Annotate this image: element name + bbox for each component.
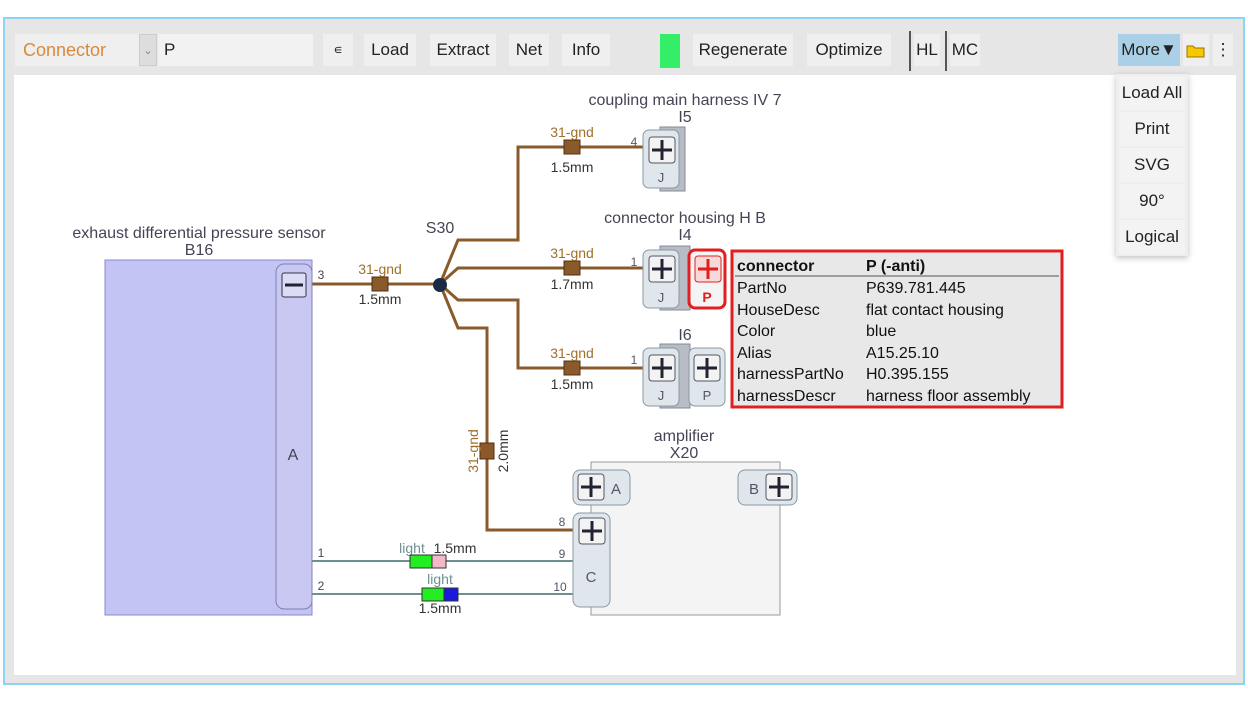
diagram-shape xyxy=(1186,45,1205,58)
more-button[interactable]: More▼ xyxy=(1118,34,1180,66)
menu-item-svg[interactable]: SVG xyxy=(1119,148,1185,182)
type-select[interactable]: Connector xyxy=(15,34,139,66)
load-button[interactable]: Load xyxy=(364,34,416,66)
menu-item-logical[interactable]: Logical xyxy=(1119,220,1185,254)
status-indicator xyxy=(660,34,680,68)
menu-item-print[interactable]: Print xyxy=(1119,112,1185,146)
menu-item-rotate-90[interactable]: 90° xyxy=(1119,184,1185,218)
mc-button[interactable]: MC xyxy=(950,34,980,66)
search-input[interactable]: P xyxy=(158,34,313,66)
divider xyxy=(909,31,911,71)
folder-icon[interactable] xyxy=(1183,34,1209,66)
regenerate-button[interactable]: Regenerate xyxy=(693,34,793,66)
kebab-menu-icon[interactable]: ⋮ xyxy=(1213,34,1233,66)
epsilon-button[interactable]: ∊ xyxy=(323,34,353,66)
extract-button[interactable]: Extract xyxy=(430,34,496,66)
net-button[interactable]: Net xyxy=(509,34,549,66)
info-button[interactable]: Info xyxy=(562,34,610,66)
more-menu: Load All Print SVG 90° Logical xyxy=(1116,74,1188,256)
divider xyxy=(945,31,947,71)
diagram-canvas[interactable] xyxy=(14,75,1236,675)
hl-button[interactable]: HL xyxy=(914,34,940,66)
menu-item-load-all[interactable]: Load All xyxy=(1119,76,1185,110)
chevron-down-icon[interactable]: ⌄ xyxy=(139,34,157,66)
optimize-button[interactable]: Optimize xyxy=(807,34,891,66)
